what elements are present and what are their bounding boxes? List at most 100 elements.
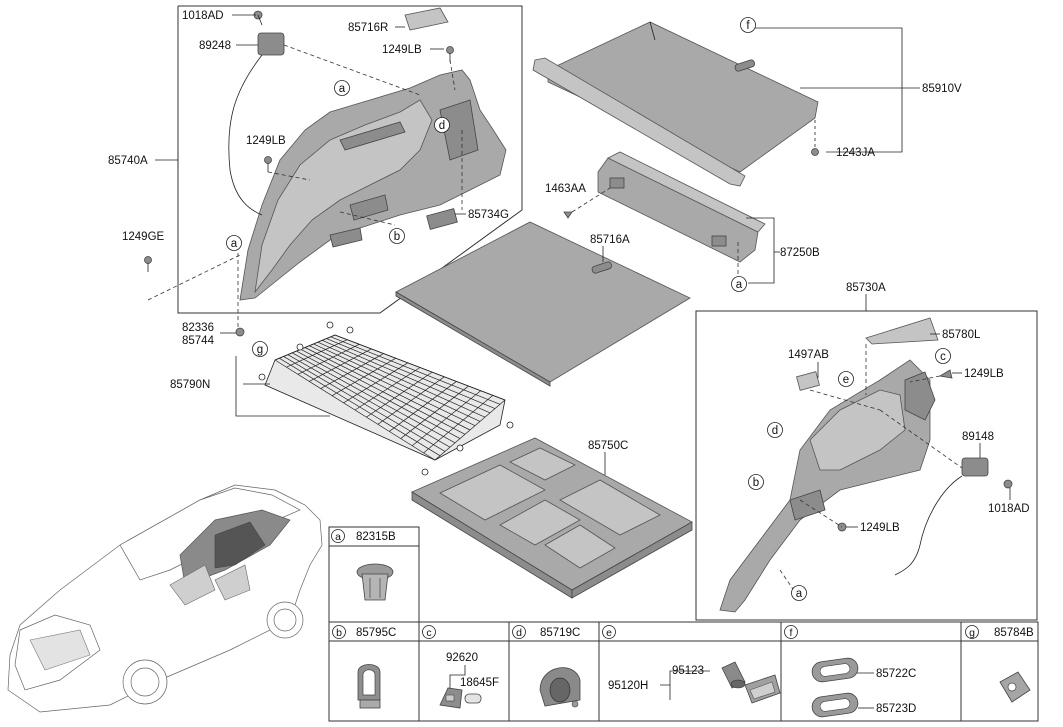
callout-a-right: a [791, 585, 807, 601]
label-1249LB-top: 1249LB [382, 44, 422, 56]
label-89248: 89248 [199, 40, 231, 52]
label-1249LB-right: 1249LB [964, 368, 1004, 380]
cargo-net-85790N [258, 321, 514, 476]
luggage-lamp-icon [439, 687, 463, 709]
svg-text:85795C: 85795C [356, 627, 396, 639]
label-89148: 89148 [962, 431, 994, 443]
svg-text:e: e [843, 374, 849, 386]
bolt-1249LB-top [446, 46, 454, 62]
label-95120H: 95120H [608, 680, 648, 692]
label-85790N: 85790N [170, 379, 210, 391]
svg-text:e: e [606, 627, 612, 639]
label-85734G: 85734G [468, 209, 509, 221]
callout-c-right: c [935, 348, 951, 364]
cargo-hook-icon [357, 664, 381, 709]
vehicle-illustration [7, 484, 323, 713]
bolt-1243JA [811, 120, 819, 156]
label-1249GE: 1249GE [122, 231, 165, 243]
label-1497AB: 1497AB [788, 349, 829, 361]
table-cell-b: b 85795C [332, 625, 396, 709]
label-1249LB-mid: 1249LB [246, 135, 286, 147]
luggage-board-85716A [395, 221, 691, 387]
bolt-1249LB-mid [264, 156, 272, 172]
bolt-1463AA [563, 211, 573, 219]
table-cell-f: f 85722C 85723D [784, 625, 916, 718]
svg-text:c: c [426, 627, 431, 639]
frame-85730A [695, 310, 1038, 621]
callout-g-net: g [252, 341, 268, 357]
callout-f-cover: f [740, 17, 756, 33]
bolt-1249LB-right [938, 369, 953, 379]
table-cell-g: g 85784B [965, 625, 1034, 703]
svg-text:d: d [439, 120, 445, 132]
label-85730A: 85730A [846, 282, 886, 294]
bulb-socket-icon-e [721, 661, 746, 689]
callout-a-upper: a [334, 80, 350, 96]
table-cell-e: e 95123 95120H [602, 625, 781, 704]
svg-text:b: b [394, 231, 400, 243]
svg-text:85784B: 85784B [994, 627, 1034, 639]
label-1243JA: 1243JA [836, 147, 875, 159]
svg-text:b: b [336, 627, 342, 639]
sill-plate-87250B [597, 151, 766, 263]
lamp-89148 [894, 457, 989, 576]
callout-e-right: e [838, 371, 854, 387]
bolt-1249GE [144, 256, 152, 272]
label-1018AD-right: 1018AD [988, 503, 1030, 515]
tonneau-cover-85910V [532, 21, 819, 187]
svg-text:82315B: 82315B [356, 531, 396, 543]
label-18645F: 18645F [460, 677, 499, 689]
part-85716R-cover [404, 7, 449, 31]
part-1497AB-pad [796, 371, 820, 391]
bolt-1018AD-right [1003, 479, 1013, 489]
table-cell-c: c 92620 18645F [422, 625, 499, 709]
bulb-socket-icon [464, 693, 482, 704]
label-85723D: 85723D [876, 703, 916, 715]
svg-text:g: g [969, 627, 975, 639]
svg-text:85719C: 85719C [540, 627, 580, 639]
svg-text:a: a [796, 588, 803, 600]
net-hook-icon [999, 671, 1031, 703]
svg-text:a: a [339, 83, 346, 95]
callout-b-right: b [748, 474, 764, 490]
label-85716R: 85716R [348, 22, 388, 34]
label-87250B: 87250B [780, 247, 820, 259]
part-89248-lamp [228, 32, 285, 216]
callout-b-upper: b [389, 228, 405, 244]
svg-text:f: f [790, 627, 793, 639]
luggage-tray-85750C [411, 437, 693, 599]
luggage-lamp-icon-e [744, 674, 781, 704]
table-cell-d: d 85719C [512, 625, 581, 708]
push-clip-icon [356, 563, 394, 601]
svg-text:a: a [231, 238, 238, 250]
frame-85740A [177, 5, 523, 314]
svg-text:d: d [516, 627, 522, 639]
label-85750C: 85750C [588, 440, 628, 452]
callout-a-sill: a [731, 276, 747, 292]
label-92620: 92620 [446, 652, 478, 664]
label-1249LB-low: 1249LB [860, 522, 900, 534]
part-85780L-cover [865, 317, 939, 345]
callout-a-lower: a [226, 235, 242, 251]
label-85716A: 85716A [590, 234, 630, 246]
label-85722C: 85722C [876, 668, 916, 680]
grommet-ring-icon [811, 657, 859, 718]
quarter-trim-right [719, 359, 936, 613]
callout-d-right: d [767, 422, 783, 438]
svg-text:c: c [940, 351, 946, 363]
table-cell-a: a 82315B [331, 529, 396, 601]
bolt-1018AD-top [253, 10, 263, 26]
label-1018AD-top: 1018AD [182, 10, 224, 22]
cover-clip-icon [539, 667, 581, 708]
label-82336: 82336 [182, 322, 214, 334]
svg-text:g: g [257, 344, 263, 356]
label-85740A: 85740A [108, 155, 148, 167]
label-85910V: 85910V [922, 83, 962, 95]
svg-text:d: d [772, 425, 778, 437]
callout-d-upper: d [434, 117, 450, 133]
clip-82336 [235, 327, 245, 337]
svg-text:a: a [335, 531, 341, 543]
svg-text:f: f [746, 20, 750, 32]
label-85780L: 85780L [942, 329, 981, 341]
